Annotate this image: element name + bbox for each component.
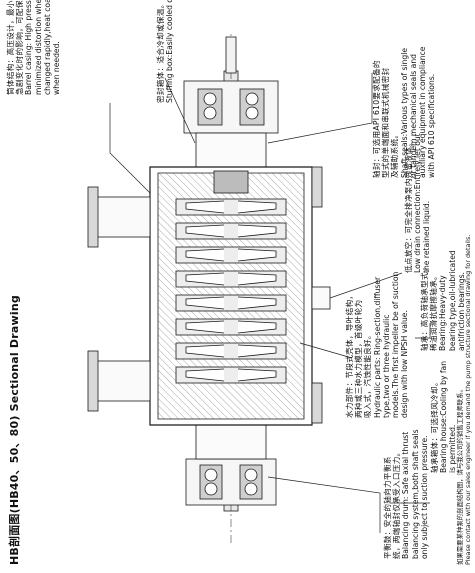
- note-stuffing-box-en: Stuffing box:Easily cooled or heated.: [165, 0, 175, 103]
- note-hydraulic-parts-zh-3: 吸入式，汽蚀性能良好。: [363, 331, 373, 418]
- note-hydraulic-parts-en-4: design with low NPSH value.: [400, 310, 410, 418]
- impeller: [185, 224, 277, 238]
- impeller: [185, 200, 277, 214]
- note-bearing-house-zh: 轴承箱体：可选择风冷却。: [430, 378, 439, 473]
- impeller: [185, 344, 277, 358]
- footer-note: 如果需要某种泵的剖面结构图，请与我公司的销售工程师联系。 Please cont…: [456, 235, 472, 565]
- note-bearing-house: 轴承箱体：可选择风冷却。 Bearing house:Cooling by fa…: [430, 361, 458, 473]
- impeller: [185, 320, 277, 334]
- note-barrel-casing-zh-1: 筒体结构：高压设计，最小化温度: [6, 0, 15, 95]
- footer-en: Please contact with our sales engineer i…: [464, 234, 472, 565]
- note-balancing-drum-zh-2: 统，两端轴封仅承受入口压力。: [392, 448, 402, 559]
- note-hydraulic-parts-en-3: models.The first impeller be of suction: [391, 271, 401, 418]
- note-shaft-seals-zh-3: 及辅助系统。: [390, 130, 400, 178]
- note-balancing-drum-en-1: Balancing drum: Safe axial thrust: [401, 431, 411, 559]
- note-stuffing-box-zh: 密封箱体：适合冷却或保温。: [156, 0, 165, 103]
- note-hydraulic-parts-en-1: Hydraulic parts: Ring-section,diffuser: [372, 276, 382, 418]
- note-stuffing-box: 密封箱体：适合冷却或保温。 Stuffing box:Easily cooled…: [156, 0, 174, 103]
- note-balancing-drum-en-2: balancing system,both shaft seals: [410, 429, 420, 559]
- note-barrel-casing: 筒体结构：高压设计，最小化温度 急剧变化时的影响，可配保温套。 Barrel c…: [6, 0, 61, 95]
- note-balancing-drum-zh-1: 平衡鼓：安全的轴向力平衡系: [383, 456, 392, 559]
- impeller: [185, 272, 277, 286]
- note-shaft-seals-zh-1: 轴封：可选用API 610要求配备的: [372, 60, 381, 178]
- impeller: [185, 248, 277, 262]
- note-barrel-casing-en-3: changed rapidly,heat coating installed: [42, 0, 52, 95]
- note-hydraulic-parts-zh-1: 水力部件：节段式壳体，导叶结构，: [345, 291, 354, 418]
- note-hydraulic-parts: 水力部件：节段式壳体，导叶结构， 两种或三种水力模型，首级叶轮为 吸入式，汽蚀性…: [345, 272, 409, 418]
- note-bearing-house-en-1: Bearing house:Cooling by fan: [439, 360, 449, 473]
- note-hydraulic-parts-en-2: type,two or three hydraulic: [381, 314, 391, 418]
- impeller: [185, 368, 277, 382]
- note-barrel-casing-en-4: when needed.: [52, 41, 62, 95]
- note-shaft-seals-en-1: Shaft seals:Various types of single: [399, 48, 409, 178]
- note-shaft-seals-en-4: with API 610 specifications.: [427, 73, 437, 178]
- footer-zh: 如果需要某种泵的剖面结构图，请与我公司的销售工程师联系。: [456, 386, 464, 565]
- note-balancing-drum: 平衡鼓：安全的轴向力平衡系 统，两端轴封仅承受入口压力。 Balancing d…: [383, 429, 429, 559]
- note-barrel-casing-en-2: minimized distortion when temperature: [33, 0, 43, 95]
- note-bearings-en-1: Bearing:Heavy-duty: [438, 275, 448, 351]
- note-shaft-seals-en-3: auxiliary equipment in compliance: [418, 46, 428, 178]
- note-barrel-casing-zh-2: 急剧变化时的影响，可配保温套。: [15, 0, 25, 95]
- impeller: [185, 296, 277, 310]
- note-shaft-seals-en-2: or tandem mechanical seals and: [408, 54, 418, 178]
- note-barrel-casing-en-1: Barrel casing: High pressure design,: [24, 0, 34, 95]
- note-shaft-seals: 轴封：可选用API 610要求配备的 型式的单端面和串联式机械密封 及辅助系统。…: [372, 47, 436, 178]
- note-balancing-drum-en-3: only subject to suction pressure.: [419, 435, 429, 559]
